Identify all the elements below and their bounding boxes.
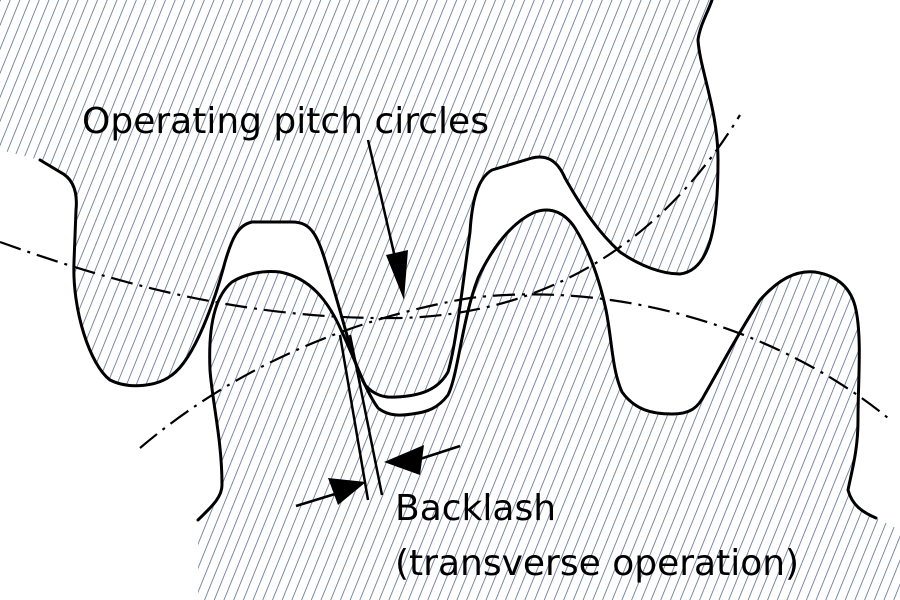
- backlash-label: Backlash: [395, 488, 556, 529]
- pitch-circle-lower: [139, 293, 889, 449]
- backlash-arrow-left-head: [328, 478, 366, 505]
- backlash-arrow-right-head: [384, 445, 424, 475]
- pitch-label-leader: [366, 139, 398, 263]
- lower-gear-outline: [196, 208, 878, 522]
- upper-gear-outline: [38, 0, 720, 399]
- pitch-label-arrowhead: [386, 250, 408, 300]
- backlash-arrow-left-shaft: [295, 492, 336, 508]
- lower-gear-body: [198, 210, 900, 600]
- backlash-sub-label: (transverse operation): [395, 543, 799, 584]
- lower-gear: [196, 208, 900, 600]
- backlash-arrow-right-shaft: [419, 444, 461, 461]
- pitch-circle-upper: [0, 114, 741, 320]
- upper-gear-body: [0, 0, 718, 398]
- backlash-flank-b: [348, 334, 384, 496]
- upper-gear: [0, 0, 720, 399]
- backlash-flank-a: [338, 334, 370, 501]
- pitch-circles-label: Operating pitch circles: [82, 101, 489, 142]
